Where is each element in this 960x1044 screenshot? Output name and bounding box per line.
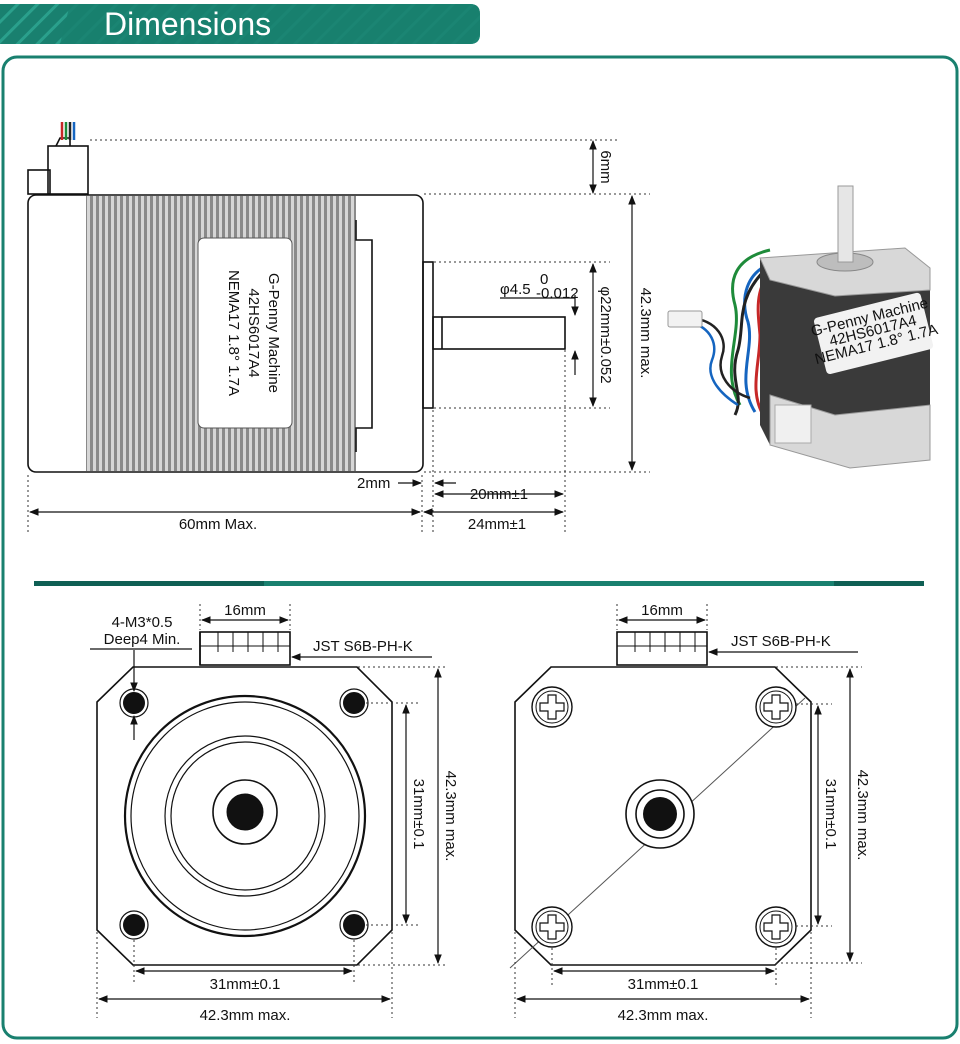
back-body xyxy=(514,666,812,966)
back-dim-hole-spacing-vertical: 31mm±0.1 xyxy=(822,779,839,850)
front-body xyxy=(96,666,393,966)
cable-plug-icon xyxy=(667,310,703,328)
side-boss xyxy=(422,261,434,409)
dim-body-length: 60mm Max. xyxy=(179,516,257,533)
content-frame xyxy=(1,55,959,1040)
side-label-plate xyxy=(197,237,293,429)
connector-type: JST S6B-PH-K xyxy=(313,638,413,655)
dim-shaft-tol-lower: -0.012 xyxy=(536,285,579,302)
back-dim-connector-width: 16mm xyxy=(641,602,683,619)
dim-hole-spacing-horizontal: 31mm±0.1 xyxy=(210,976,281,993)
dim-shaft-tol-upper: 0 xyxy=(540,271,548,288)
back-connector xyxy=(616,631,708,666)
back-dim-body-horizontal: 42.3mm max. xyxy=(618,1007,709,1024)
dim-body-vertical: 42.3mm max. xyxy=(442,771,459,862)
back-dim-body-vertical: 42.3mm max. xyxy=(854,770,871,861)
dim-hole-spacing-vertical: 31mm±0.1 xyxy=(410,779,427,850)
phillips-screw-icon xyxy=(531,686,573,728)
label-line-1: G-Penny Machine xyxy=(265,273,282,393)
motor-photo: G-Penny Machine 42HS6017A4 NEMA17 1.8° 1… xyxy=(667,185,940,469)
front-view: 16mm 4-M3*0.5 Deep4 Min. JST S6B-PH-K 31… xyxy=(90,602,459,1024)
mount-hole-icon xyxy=(123,692,145,714)
label-line-3: NEMA17 1.8° 1.7A xyxy=(225,270,242,396)
dim-body-horizontal: 42.3mm max. xyxy=(200,1007,291,1024)
page-title: Dimensions xyxy=(104,6,271,42)
section-divider xyxy=(34,581,924,586)
side-connector xyxy=(47,145,89,195)
photo-connector xyxy=(774,404,812,444)
hole-note-2: Deep4 Min. xyxy=(104,631,181,648)
dim-shaft-length: 20mm±1 xyxy=(470,486,528,503)
dim-side-height: 42.3mm max. xyxy=(637,288,654,379)
dim-connector-width: 16mm xyxy=(224,602,266,619)
phillips-screw-icon xyxy=(531,906,573,948)
header-banner: Dimensions xyxy=(0,4,480,44)
mount-hole-icon xyxy=(343,692,365,714)
back-connector-type: JST S6B-PH-K xyxy=(731,633,831,650)
back-view: 16mm JST S6B-PH-K 31mm±0.1 42.3mm max. 3… xyxy=(509,602,871,1024)
photo-label xyxy=(814,292,934,375)
dim-connector-height: 6mm xyxy=(597,150,614,183)
back-dim-hole-spacing-horizontal: 31mm±0.1 xyxy=(628,976,699,993)
front-flange-outer xyxy=(123,694,367,938)
dim-boss-length: 2mm xyxy=(357,475,390,492)
hole-note-1: 4-M3*0.5 xyxy=(112,614,173,631)
dim-total-shaft-length: 24mm±1 xyxy=(468,516,526,533)
mount-hole-icon xyxy=(343,914,365,936)
label-line-2: 42HS6017A4 xyxy=(245,288,262,377)
dim-shaft-diameter: φ4.5 xyxy=(500,281,531,298)
side-shaft xyxy=(432,316,566,350)
mount-hole-icon xyxy=(123,914,145,936)
motor-wires-icon xyxy=(60,122,76,140)
back-shaft-hole xyxy=(643,797,677,831)
side-view: G-Penny Machine 42HS6017A4 NEMA17 1.8° 1… xyxy=(27,122,654,535)
front-connector xyxy=(199,631,291,666)
phillips-screw-icon xyxy=(755,686,797,728)
photo-shaft xyxy=(837,185,854,263)
phillips-screw-icon xyxy=(755,906,797,948)
front-shaft-hole xyxy=(226,793,264,831)
dim-flange-diameter: φ22mm±0.052 xyxy=(597,286,614,383)
